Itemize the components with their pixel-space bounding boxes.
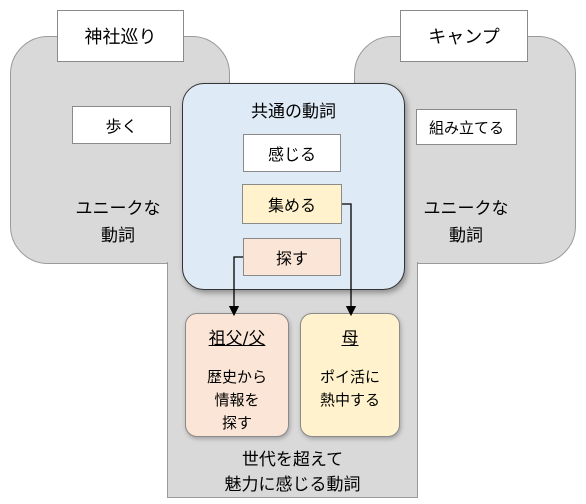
left-unique-verb-label: ユニークな 動詞 (48, 196, 188, 252)
bottom-caption: 世代を超えて 魅力に感じる動詞 (167, 448, 418, 502)
left-unique-line2: 動詞 (101, 226, 135, 246)
mother-desc: ポイ活に 熱中する (301, 366, 399, 412)
camping-title: キャンプ (400, 10, 528, 62)
mother-desc-line1: ポイ活に (319, 368, 380, 386)
feel-verb-box: 感じる (243, 134, 341, 172)
bottom-caption-line1: 世代を超えて (241, 450, 344, 470)
grandfather-father-desc: 歴史から 情報を 探す (186, 366, 288, 435)
mother-desc-line2: 熱中する (319, 391, 380, 409)
assemble-verb-box: 組み立てる (416, 109, 517, 145)
collect-verb-box: 集める (242, 184, 342, 224)
left-unique-line1: ユニークな (75, 199, 161, 219)
right-unique-verb-label: ユニークな 動詞 (396, 196, 536, 252)
common-verbs-title: 共通の動詞 (251, 101, 336, 122)
grandfather-father-box: 祖父/父 歴史から 情報を 探す (185, 313, 289, 437)
grandfather-father-desc-line1: 歴史から (206, 368, 267, 386)
right-unique-line1: ユニークな (423, 199, 509, 219)
search-verb-box: 探す (243, 238, 341, 276)
bottom-caption-line2: 魅力に感じる動詞 (224, 475, 361, 495)
right-unique-line2: 動詞 (449, 226, 483, 246)
mother-box: 母 ポイ活に 熱中する (300, 313, 400, 437)
grandfather-father-desc-line3: 探す (221, 414, 252, 432)
mother-title: 母 (341, 329, 359, 349)
grandfather-father-desc-line2: 情報を (214, 391, 260, 409)
collect-to-mother-arrow (342, 203, 357, 317)
grandfather-father-title: 祖父/父 (208, 329, 266, 349)
shrine-tour-title: 神社巡り (57, 10, 184, 62)
search-to-grandfather-arrow (228, 256, 243, 317)
walk-verb-box: 歩く (72, 106, 171, 144)
